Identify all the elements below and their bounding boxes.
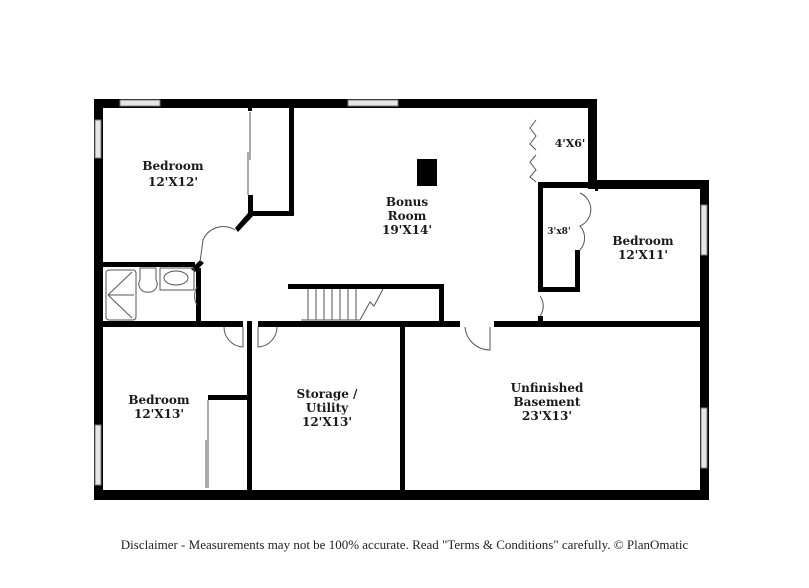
bedroom-sw-size: 12'X13': [134, 407, 184, 421]
bedroom-e-name: Bedroom: [612, 234, 673, 248]
bedroom-nw-size: 12'X12': [148, 175, 198, 189]
basement-name2: Basement: [514, 395, 581, 409]
storage-size: 12'X13': [302, 415, 352, 429]
bonus-room-size: 19'X14': [382, 223, 432, 237]
closet-doors: [205, 112, 537, 488]
storage-name2: Utility: [306, 401, 349, 415]
storage-name1: Storage /: [297, 387, 359, 401]
basement-size: 23'X13': [522, 409, 572, 423]
closet-4x6-size: 4'X6': [555, 137, 586, 150]
basement-name1: Unfinished: [511, 381, 584, 395]
door-swings: [194, 192, 592, 351]
exterior-walls: [94, 99, 709, 500]
closet-3x8-size: 3'x8': [547, 227, 570, 237]
bedroom-nw-name: Bedroom: [142, 159, 203, 173]
bedroom-e-size: 12'X11': [618, 248, 668, 262]
stairs-icon: [301, 288, 384, 321]
bedroom-sw-name: Bedroom: [128, 393, 189, 407]
bonus-room-name2: Room: [388, 209, 427, 223]
interior-walls: [103, 107, 700, 491]
room-labels: Bedroom 12'X12' Bonus Room 19'X14' 4'X6'…: [128, 137, 673, 429]
windows: [94, 99, 708, 486]
disclaimer-text: Disclaimer - Measurements may not be 100…: [120, 537, 689, 552]
bonus-room-name1: Bonus: [386, 195, 429, 209]
bath-fixtures: [105, 267, 195, 321]
chimney-icon: [417, 159, 437, 186]
